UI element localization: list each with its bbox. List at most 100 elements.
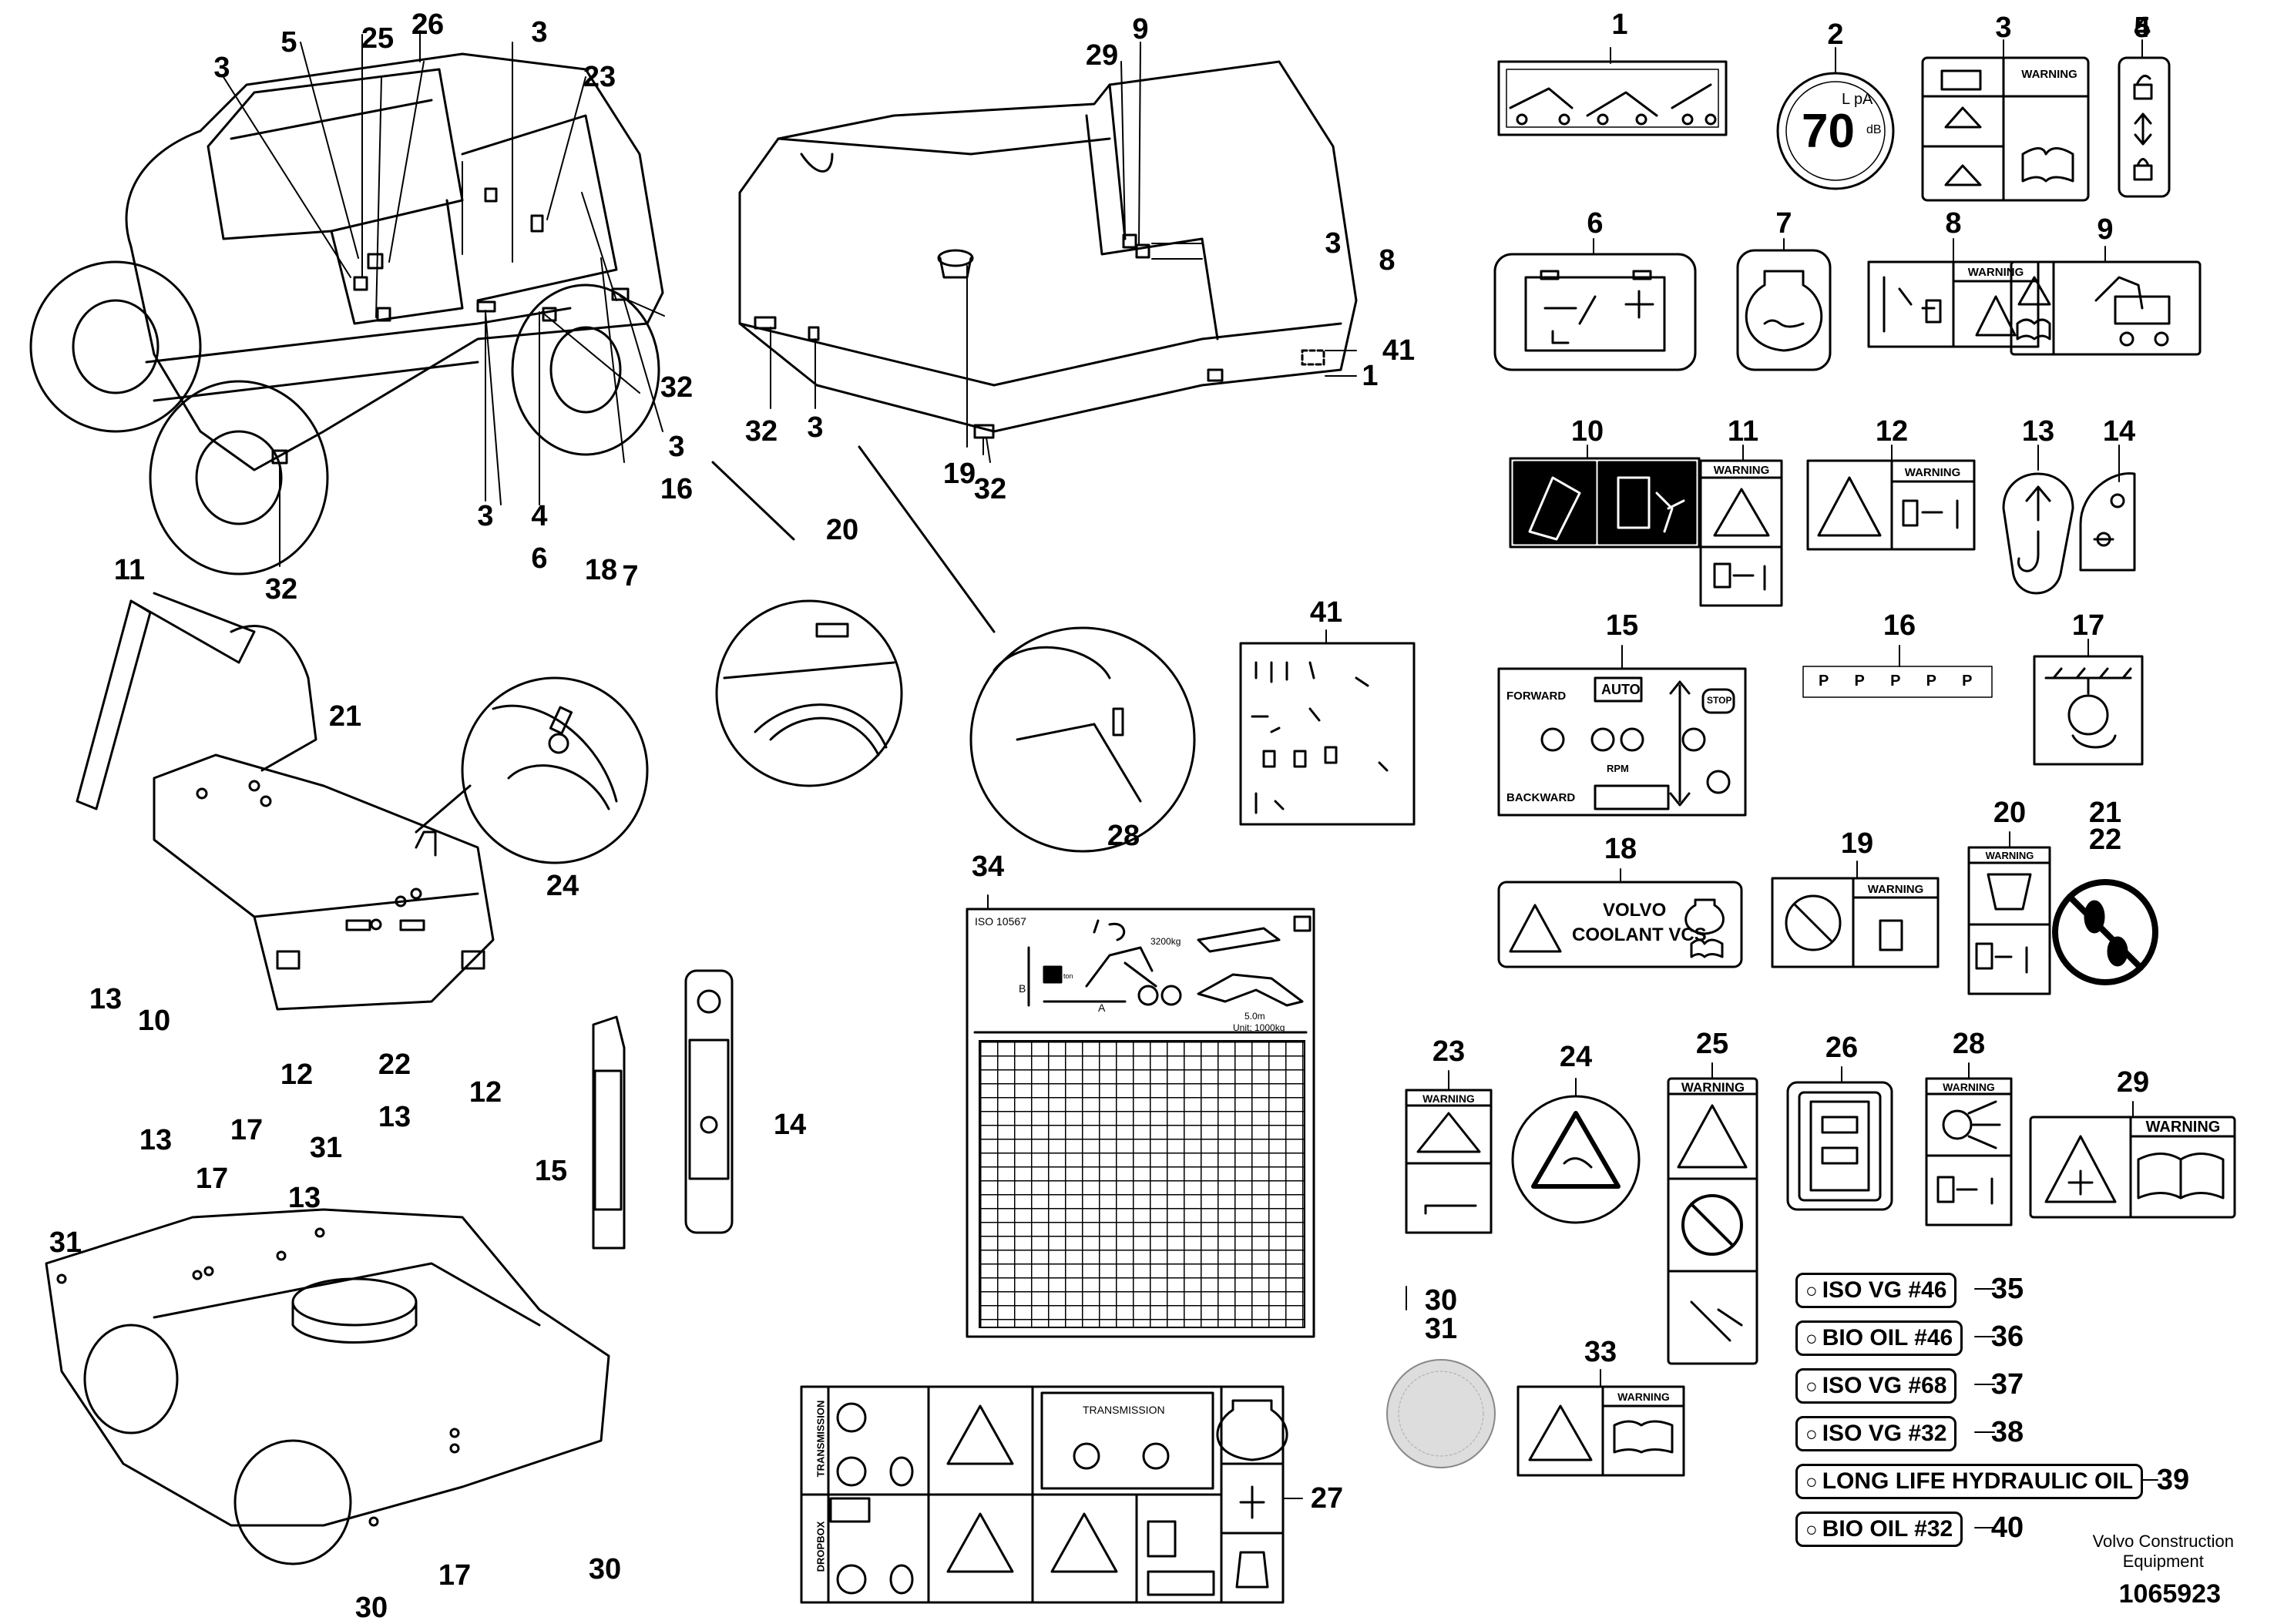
callout-29: 29 xyxy=(2116,1066,2150,1099)
decal-15-stop: STOP xyxy=(1707,695,1732,706)
callout-8: 8 xyxy=(1379,244,1396,277)
decal-34-load-chart xyxy=(966,908,1315,1338)
decal-23-warning-fall xyxy=(1405,1089,1493,1234)
oil-label-text: BIO OIL #46 xyxy=(1822,1325,1953,1351)
decal-8-warning-text: WARNING xyxy=(1967,266,2024,279)
detail-circle-left xyxy=(415,676,649,864)
decal-19-warning-text: WARNING xyxy=(1867,883,1924,896)
callout-7: 7 xyxy=(622,560,639,592)
credit-line1: Volvo Construction xyxy=(2092,1532,2234,1551)
callout-30: 30 xyxy=(588,1553,622,1585)
callout-30: 30 xyxy=(1424,1284,1458,1317)
callout-13: 13 xyxy=(287,1182,321,1214)
callout-10: 10 xyxy=(137,1005,171,1037)
decal-30-reflector xyxy=(1386,1359,1496,1468)
callout-21: 21 xyxy=(328,700,362,733)
decal-28-warning-spray xyxy=(1925,1077,2013,1226)
callout-3: 3 xyxy=(807,411,824,444)
callout-18: 18 xyxy=(1604,833,1637,865)
oil-label-text: ISO VG #46 xyxy=(1822,1277,1947,1303)
machine-view-cab-left xyxy=(29,52,664,575)
callout-27: 27 xyxy=(1310,1482,1344,1515)
callout-22: 22 xyxy=(2088,824,2122,856)
callout-24: 24 xyxy=(546,870,579,902)
oil-label-text: BIO OIL #32 xyxy=(1822,1516,1953,1542)
callout-3: 3 xyxy=(1995,12,2012,44)
oil-label-text: LONG LIFE HYDRAULIC OIL xyxy=(1822,1468,2134,1494)
callout-32: 32 xyxy=(264,573,298,606)
detail-circle-middle xyxy=(711,461,903,787)
decal-27-transmission-side: TRANSMISSION xyxy=(814,1400,827,1478)
callout-18: 18 xyxy=(584,554,618,586)
callout-15: 15 xyxy=(1605,609,1639,642)
callout-23: 23 xyxy=(1432,1035,1466,1068)
callout-16: 16 xyxy=(660,473,694,505)
decal-34-load-grid xyxy=(979,1040,1305,1328)
decal-20-warning-pressure xyxy=(1967,846,2051,995)
credit: Volvo Construction Equipment xyxy=(2093,1532,2234,1572)
callout-17: 17 xyxy=(2071,609,2105,642)
callout-3: 3 xyxy=(477,500,494,532)
oil-drop-icon: ○ xyxy=(1805,1279,1818,1302)
callout-31: 31 xyxy=(49,1226,82,1259)
decal-15-backward: BACKWARD xyxy=(1506,791,1576,804)
callout-9: 9 xyxy=(2097,213,2114,246)
callout-15: 15 xyxy=(534,1155,568,1187)
callout-12: 12 xyxy=(469,1076,502,1109)
callout-20: 20 xyxy=(825,514,859,546)
decal-7-coolant xyxy=(1736,249,1832,371)
callout-16: 16 xyxy=(1883,609,1916,642)
decal-29-warning-text: WARNING xyxy=(2145,1119,2221,1136)
decal-12-warning-text: WARNING xyxy=(1904,466,1961,479)
callout-40: 40 xyxy=(1990,1512,2024,1544)
callout-38: 38 xyxy=(1990,1416,2024,1448)
callout-13: 13 xyxy=(139,1124,173,1156)
callout-6: 6 xyxy=(531,542,548,575)
callout-37: 37 xyxy=(1990,1368,2024,1401)
callout-11: 11 xyxy=(113,554,146,586)
callout-14: 14 xyxy=(2102,415,2136,448)
callout-4: 4 xyxy=(2134,12,2151,44)
callout-5: 5 xyxy=(280,26,297,59)
decal-18-line2: COOLANT VCS xyxy=(1572,924,1707,945)
decal-41-service-chart xyxy=(1239,642,1416,826)
callout-36: 36 xyxy=(1990,1320,2024,1353)
decal-26-machine-card xyxy=(1786,1081,1893,1211)
callout-25: 25 xyxy=(1695,1028,1729,1060)
decal-27-dropbox-side: DROPBOX xyxy=(814,1521,827,1572)
decal-20-warning-text: WARNING xyxy=(1985,850,2034,861)
decal-21-no-step xyxy=(2052,879,2158,985)
callout-32: 32 xyxy=(744,415,778,448)
callout-19: 19 xyxy=(1840,827,1874,860)
decal-28-warning-text: WARNING xyxy=(1943,1081,1995,1093)
callout-31: 31 xyxy=(309,1132,343,1164)
decal-1-machine-strip xyxy=(1497,60,1728,136)
oil-label-37: ○ISO VG #68 xyxy=(1795,1368,1957,1404)
decal-16-p-strip xyxy=(1802,666,1993,698)
callout-32: 32 xyxy=(973,473,1007,505)
decal-9-warning-machine-excavator xyxy=(2010,260,2202,356)
leader-lines xyxy=(223,30,2158,1528)
callout-32: 32 xyxy=(660,371,694,404)
callout-2: 2 xyxy=(411,8,428,41)
decal-34-iso: ISO 10567 xyxy=(975,915,1026,928)
callout-3: 3 xyxy=(1325,227,1342,260)
decal-17-lifting-point xyxy=(2033,655,2144,766)
callout-30: 30 xyxy=(354,1592,388,1624)
callout-1: 1 xyxy=(1611,8,1628,41)
callout-2: 2 xyxy=(1827,18,1844,51)
control-panels xyxy=(592,969,734,1250)
decal-34-reach: 5.0m xyxy=(1244,1011,1265,1022)
oil-label-39: ○LONG LIFE HYDRAULIC OIL xyxy=(1795,1464,2144,1499)
callout-1: 1 xyxy=(1362,360,1379,392)
oil-label-38: ○ISO VG #32 xyxy=(1795,1416,1957,1451)
callout-33: 33 xyxy=(1584,1336,1617,1368)
callout-12: 12 xyxy=(280,1059,314,1091)
callout-28: 28 xyxy=(1107,820,1140,852)
callout-19: 19 xyxy=(942,458,976,490)
decal-14-tiedown xyxy=(2079,471,2136,572)
machine-view-rear xyxy=(738,60,1358,439)
decal-8-warning-electric xyxy=(1867,260,2040,348)
decal-25-warning-text: WARNING xyxy=(1681,1080,1745,1095)
callout-4: 4 xyxy=(531,500,548,532)
